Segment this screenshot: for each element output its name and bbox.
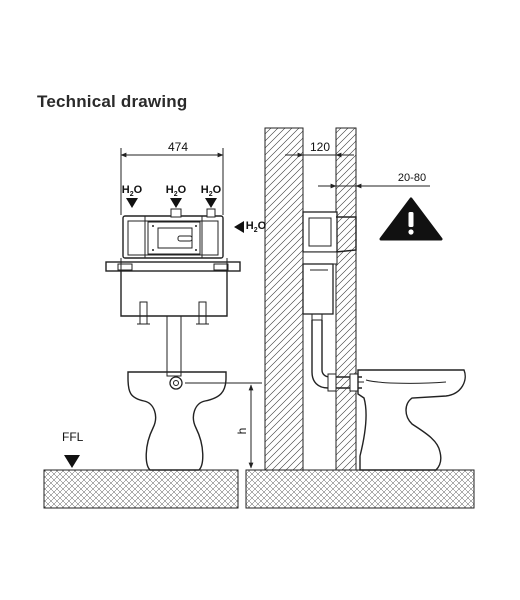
arrow-down-icon <box>126 198 138 208</box>
water-inlet-middle: H2O <box>166 184 187 208</box>
page-title: Technical drawing <box>37 92 188 111</box>
warning-triangle-icon <box>379 197 443 241</box>
width-dimension: 474 <box>120 140 224 215</box>
arrow-down-icon <box>64 455 80 468</box>
cistern-front <box>105 208 241 377</box>
wall-depth-label: 120 <box>310 140 330 154</box>
floor-slab-right <box>245 469 475 509</box>
floor-level-marker: FFL <box>62 430 84 468</box>
toilet-side <box>357 369 466 471</box>
arrow-left-icon <box>234 221 244 233</box>
svg-text:H2O: H2O <box>166 184 187 198</box>
wall-left <box>264 127 304 471</box>
floor-level-label: FFL <box>62 430 84 444</box>
svg-text:H2O: H2O <box>122 184 143 198</box>
svg-text:H2O: H2O <box>246 220 267 234</box>
arrow-down-icon <box>205 198 217 208</box>
wall-depth-dimension: 120 <box>285 140 354 210</box>
water-inlet-side: H2O <box>234 220 267 234</box>
arrow-down-icon <box>170 198 182 208</box>
water-inlet-right: H2O <box>201 184 222 208</box>
height-label: h <box>235 428 249 435</box>
wall-right <box>335 127 357 471</box>
toilet-front <box>127 371 262 471</box>
adjust-range-dimension: 20-80 <box>318 172 430 210</box>
water-inlet-left: H2O <box>122 184 143 208</box>
height-dimension: h <box>235 384 254 469</box>
cistern-side <box>302 211 362 392</box>
width-label: 474 <box>168 140 188 154</box>
floor-slab-left <box>43 469 239 509</box>
side-view: 120 20-80 <box>264 127 466 471</box>
adjust-range-label: 20-80 <box>398 172 426 184</box>
front-view: 474 H2O H2O H2O H2O <box>62 140 267 471</box>
svg-text:H2O: H2O <box>201 184 222 198</box>
